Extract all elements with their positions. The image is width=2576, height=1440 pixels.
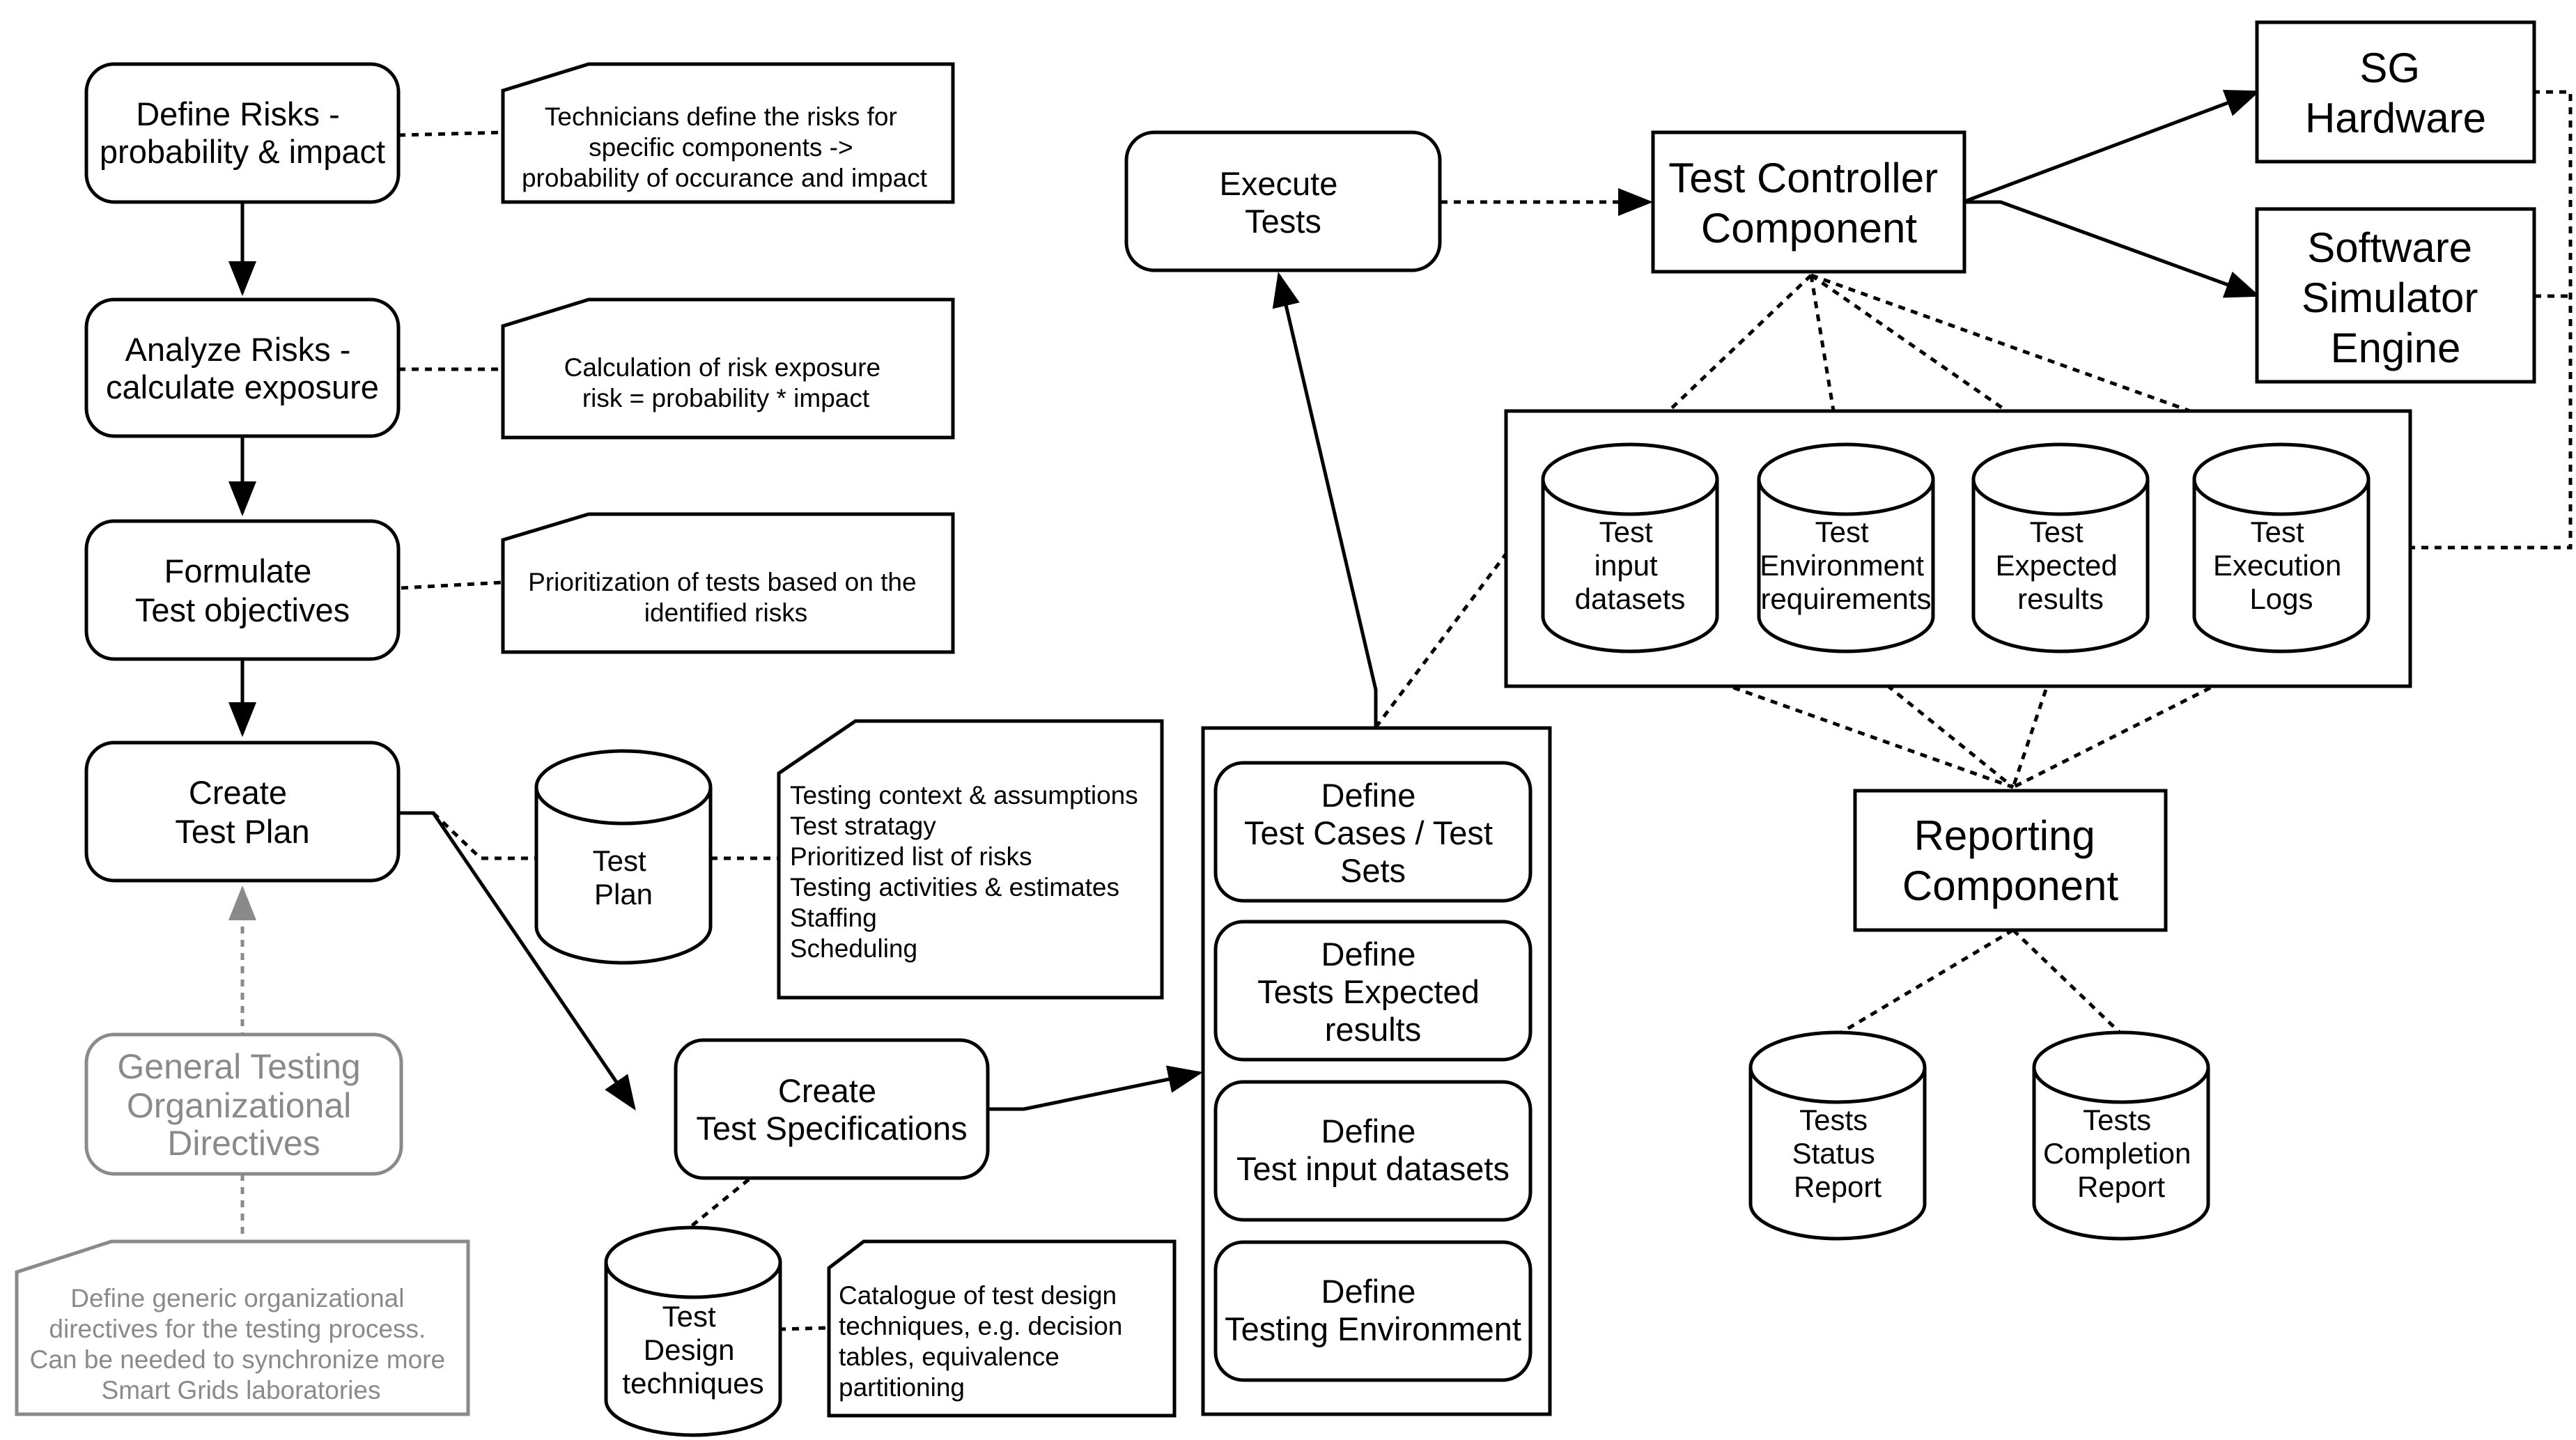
prioritization-note: Prioritization of tests based on the ide… [501,512,955,654]
define-env-step: Define Testing Environment [1213,1240,1533,1382]
svg-text:Define Testing Environ: Define Testing Environment [1225,1273,1521,1347]
reporting-component: Reporting Component [1853,789,2168,932]
svg-text:Test Controller Componen: Test Controller Component [1668,155,1949,251]
svg-text:Test Plan: Test Plan [593,844,655,911]
svg-text:Test Execution: Test Execution Logs [2213,516,2350,615]
svg-text:Reporting Component: Reporting Component [1902,812,2119,909]
svg-text:Test input dat: Test input datasets [1575,516,1686,615]
link-env-reporting [1845,651,2015,789]
data-stores-frame: Test input datasets Test Environment req… [1504,409,2412,688]
arrow-specs-to-define [988,1065,1203,1111]
exposure-note: Calculation of risk exposure risk = prob… [501,297,955,440]
generic-directives-note: Define generic organizational directives… [15,1239,470,1416]
svg-text:Calculation of risk exposure: Calculation of risk exposure risk = prob… [564,353,888,412]
svg-text:Test Environment: Test Environment requirements [1760,516,1932,615]
connectors [228,90,2573,1331]
link-logs-reporting [2012,650,2283,789]
input-datasets-store: Test input datasets [1541,442,1719,653]
link-risks-note [398,130,504,137]
create-specs-step: Create Test Specifications [674,1038,990,1180]
test-plan-store: Test Plan [534,749,713,965]
svg-text:Tests Completion R: Tests Completion Report [2043,1104,2199,1203]
test-controller-component: Test Controller Component [1651,130,1966,274]
design-techniques-store: Test Design techniques [604,1225,782,1437]
svg-text:Prioritization of tests based: Prioritization of tests based on the ide… [528,568,924,627]
svg-text:Tests Status Repor: Tests Status Report [1792,1104,1884,1203]
svg-text:Define generic organizational: Define generic organizational directives… [30,1284,453,1404]
completion-report-store: Tests Completion Report [2032,1030,2210,1241]
general-directives-step: General Testing Organizational Directive… [84,1032,403,1176]
link-specs-to-techniques [688,1178,750,1229]
sg-hardware-component: SG Hardware [2255,20,2536,164]
link-hardware-to-logs [2372,90,2573,550]
analyze-risks-label: Analyze Risks - calculate exposure [106,331,379,405]
status-report-store: Tests Status Report [1748,1030,1927,1241]
execution-logs-store: Test Execution Logs [2192,442,2371,653]
link-reporting-status [1838,928,2015,1036]
svg-text:SG Hardware: SG Hardware [2305,45,2486,141]
link-define-to-stores [1374,552,1507,729]
svg-text:Technicians define the risks f: Technicians define the risks for specifi… [522,102,928,192]
arrow-plan-to-specs [398,811,636,1111]
formulate-label: Formulate Test objectives [135,552,350,628]
link-controller-env [1809,274,1841,445]
execute-label: Execute Tests [1220,165,1347,240]
link-expected-reporting [2011,651,2061,788]
define-expected-step: Define Tests Expected results [1213,920,1533,1062]
link-techniques-note [778,1326,830,1331]
svg-text:Testing context & assumptions: Testing context & assumptions Test strat… [790,781,1145,963]
execute-step: Execute Tests [1124,130,1442,272]
general-directives-label: General Testing Organizational Directive… [117,1047,370,1163]
svg-text:Software Simulator: Software Simulator Engine [2302,224,2490,371]
plan-contents-note: Testing context & assumptions Test strat… [777,719,1164,1000]
expected-results-store: Test Expected results [1971,442,2150,653]
simulator-component: Software Simulator Engine [2255,207,2536,384]
define-input-step: Define Test input datasets [1213,1080,1533,1222]
env-requirements-store: Test Environment requirements [1757,442,1935,653]
define-group: Define Test Cases / Test Sets Define Tes… [1201,726,1552,1416]
define-cases-step: Define Test Cases / Test Sets [1213,761,1533,903]
arrow-controller-to-simulator [1963,200,2260,298]
analyze-risks-step: Analyze Risks - calculate exposure [84,297,401,438]
catalogue-note: Catalogue of test design techniques, e.g… [827,1239,1177,1418]
link-controller-logs [1810,273,2284,447]
svg-text:Define Test Cases / Te: Define Test Cases / Test Sets [1244,777,1502,889]
svg-text:Test Expected: Test Expected results [1996,516,2126,615]
create-plan-step: Create Test Plan [84,741,401,883]
define-risks-label: Define Risks - probability & impact [100,95,385,170]
create-plan-label: Create Test Plan [175,774,309,850]
link-reporting-completion [2012,929,2123,1035]
risks-note: Technicians define the risks for specifi… [501,62,955,204]
svg-text:Define Test input data: Define Test input datasets [1236,1113,1510,1187]
create-specs-label: Create Test Specifications [696,1072,967,1147]
link-controller-expected [1810,273,2056,447]
svg-text:Define Tests Expected: Define Tests Expected results [1257,936,1489,1048]
arrow-define-to-execute [1272,272,1378,727]
define-risks-step: Define Risks - probability & impact [84,62,401,204]
formulate-step: Formulate Test objectives [84,519,401,661]
svg-text:Catalogue of test design: Catalogue of test design techniques, e.g… [839,1281,1130,1402]
arrow-controller-to-hardware [1962,90,2260,204]
link-prioritization-note [401,580,504,590]
svg-text:Test Design techni: Test Design techniques [622,1300,763,1400]
